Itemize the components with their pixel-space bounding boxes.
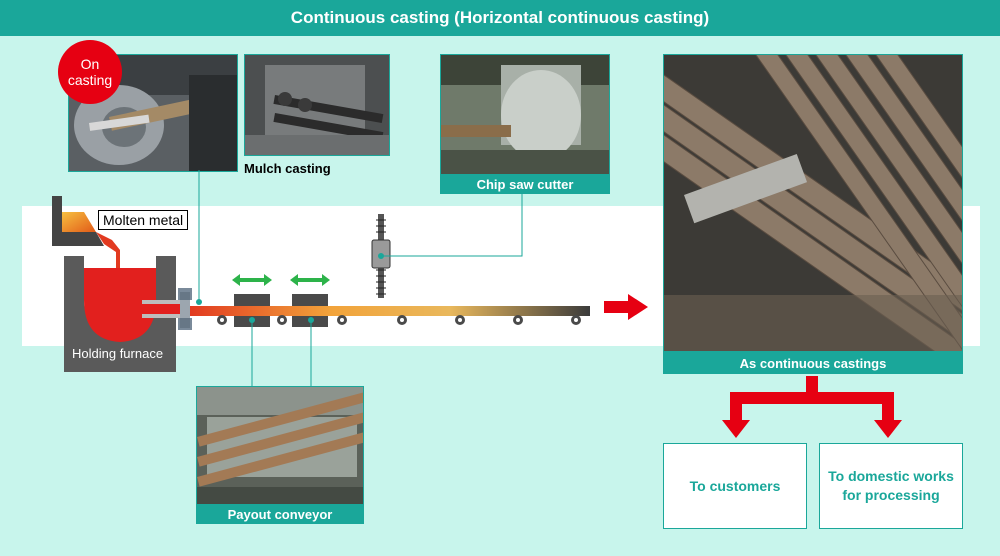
badge-line-2: casting [67, 72, 113, 88]
ladle [52, 196, 120, 268]
to-customers-label: To customers [689, 477, 781, 494]
to-domestic-line-1: To domestic works [828, 468, 954, 484]
molten-metal-label: Molten metal [98, 210, 189, 230]
on-casting-badge: On casting [58, 40, 122, 104]
mulch-casting-label: Mulch casting [244, 161, 331, 176]
photo-chip-saw-cutter [440, 54, 610, 176]
chip-saw-cutter-caption: Chip saw cutter [440, 174, 610, 194]
photo-payout-conveyor [196, 386, 364, 506]
badge-line-1: On [80, 56, 100, 72]
payout-conveyor-caption: Payout conveyor [196, 504, 364, 524]
holding-furnace [64, 256, 180, 372]
to-domestic-line-2: for processing [842, 487, 940, 503]
page-title: Continuous casting (Horizontal continuou… [0, 0, 1000, 36]
arrow-right-icon [604, 294, 648, 320]
double-arrow-icon [232, 274, 330, 286]
holding-furnace-label: Holding furnace [72, 346, 164, 361]
casting-bar [190, 306, 590, 316]
as-continuous-castings-caption: As continuous castings [663, 352, 963, 374]
to-customers-box: To customers [663, 443, 807, 529]
photo-continuous-castings [663, 54, 963, 352]
leader-lines [198, 170, 523, 386]
photo-mulch-casting [244, 54, 390, 156]
mould-block [178, 288, 192, 330]
to-domestic-works-box: To domestic works for processing [819, 443, 963, 529]
branch-arrow-icon [722, 376, 902, 438]
